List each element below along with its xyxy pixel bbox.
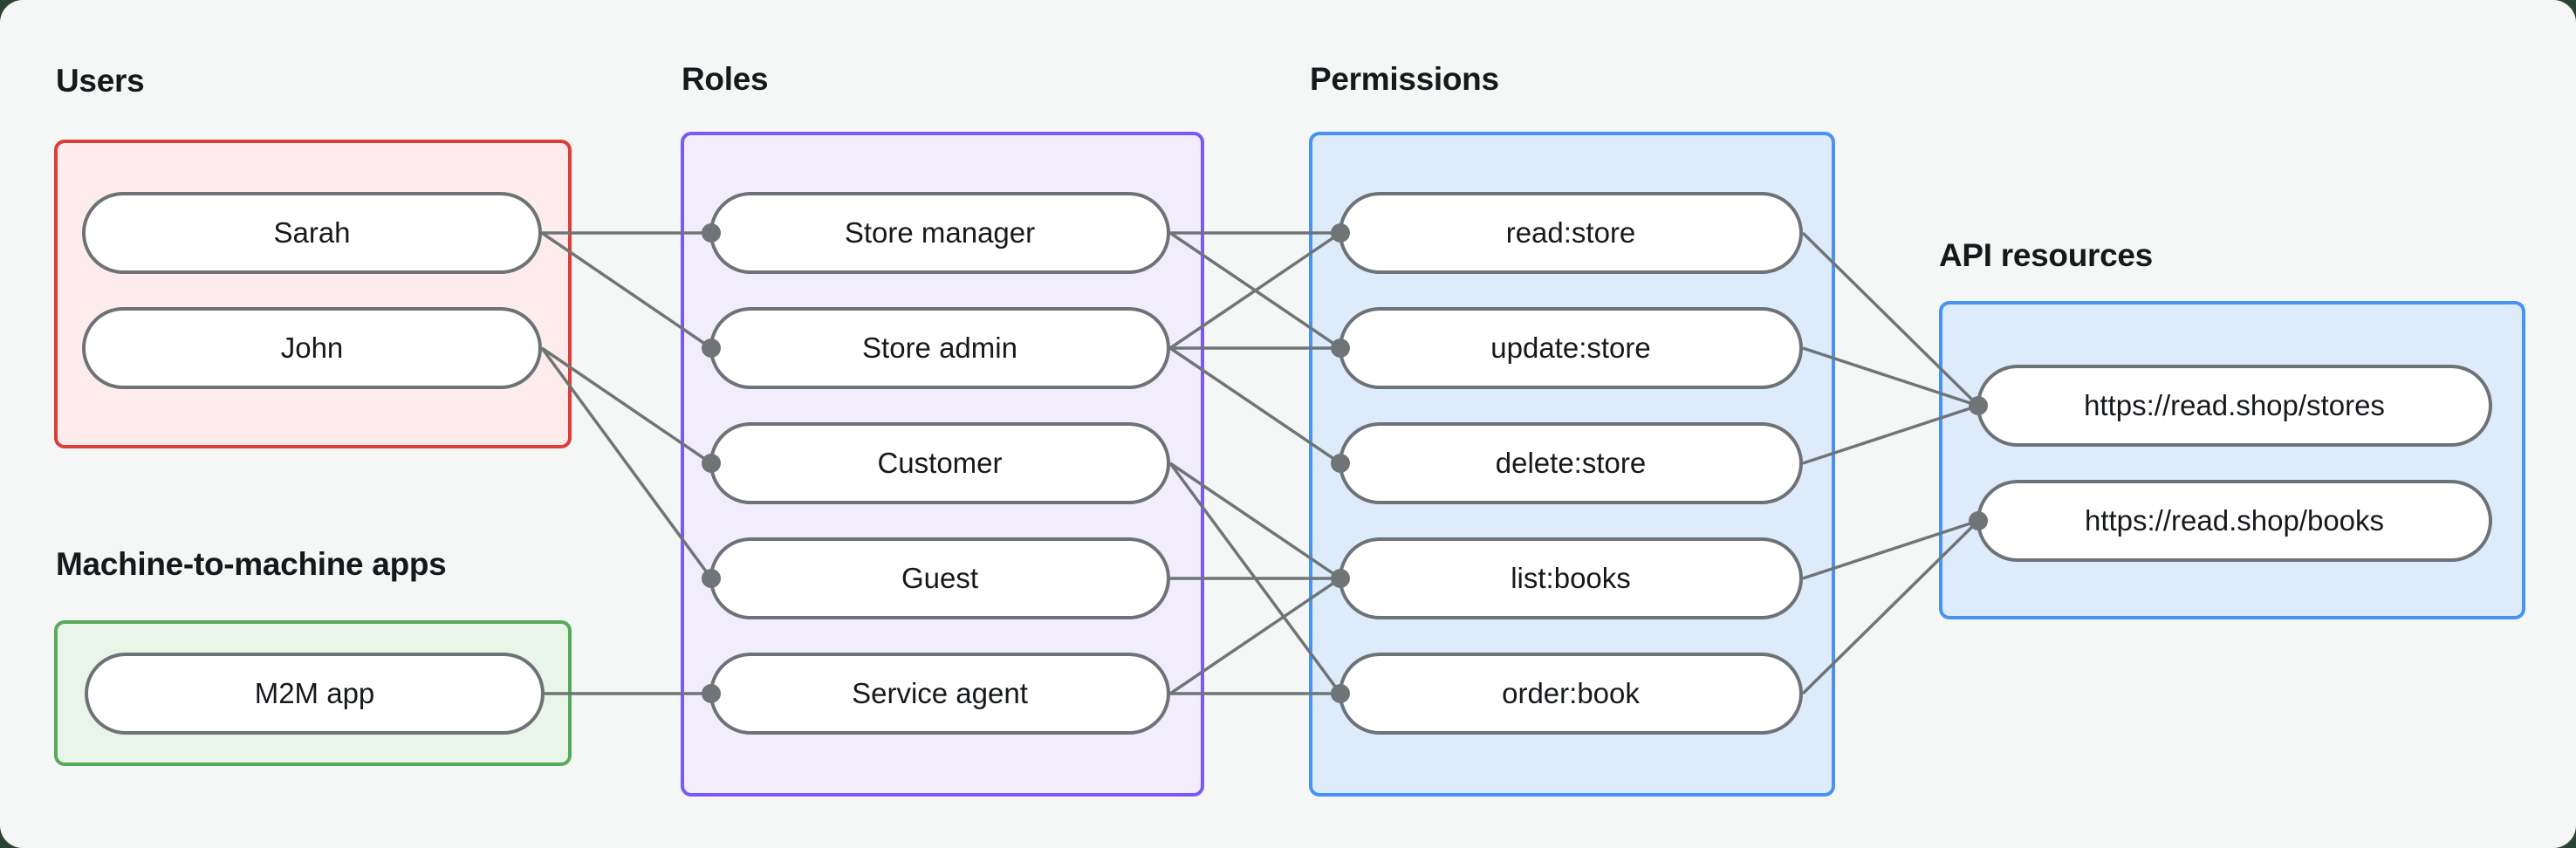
- roles-heading: Roles: [682, 61, 769, 97]
- m2m-heading: Machine-to-machine apps: [56, 546, 447, 582]
- node-customer: Customer: [709, 422, 1170, 504]
- node-m2m-app: M2M app: [85, 653, 545, 735]
- node-order-book: order:book: [1339, 653, 1803, 735]
- node-delete-store: delete:store: [1339, 422, 1803, 504]
- node-api-stores: https://read.shop/stores: [1977, 365, 2492, 447]
- node-john: John: [82, 307, 542, 389]
- api-resources-heading: API resources: [1939, 237, 2153, 273]
- node-guest: Guest: [709, 537, 1170, 619]
- api-resources-box: [1939, 301, 2525, 619]
- node-service-agent: Service agent: [709, 653, 1170, 735]
- permissions-heading: Permissions: [1310, 61, 1499, 97]
- node-store-admin: Store admin: [709, 307, 1170, 389]
- node-update-store: update:store: [1339, 307, 1803, 389]
- node-store-manager: Store manager: [709, 192, 1170, 274]
- node-list-books: list:books: [1339, 537, 1803, 619]
- node-api-books: https://read.shop/books: [1977, 480, 2492, 562]
- users-heading: Users: [56, 63, 145, 99]
- users-box: [54, 140, 572, 448]
- node-sarah: Sarah: [82, 192, 542, 274]
- node-read-store: read:store: [1339, 192, 1803, 274]
